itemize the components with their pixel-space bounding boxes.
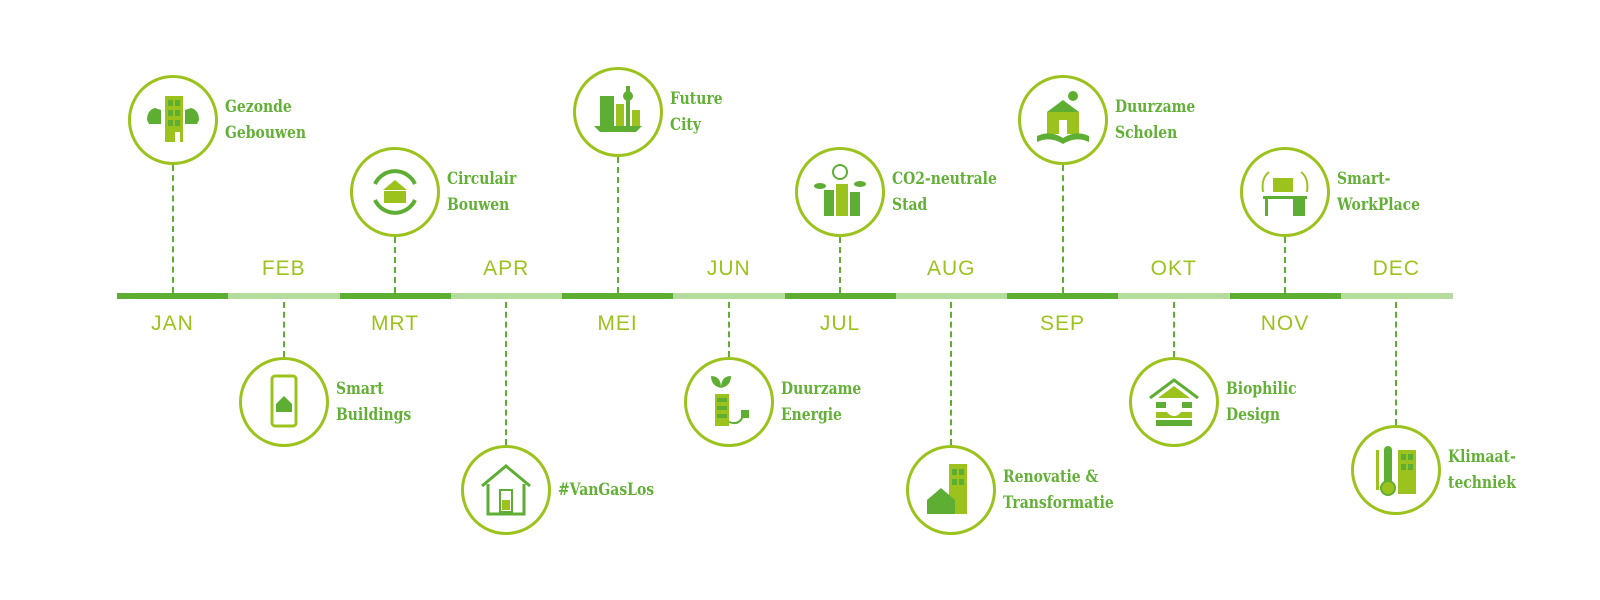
month-label: OKT <box>1150 257 1197 280</box>
smartphone-house-icon <box>270 374 298 428</box>
event-label-line: Bouwen <box>447 195 510 215</box>
event-badge[interactable] <box>906 445 997 535</box>
co2-city-icon <box>814 164 867 216</box>
connector-line <box>171 165 174 293</box>
month-label: JUN <box>706 257 751 280</box>
timeline-segment-dec <box>1340 293 1453 299</box>
event-badge[interactable] <box>127 75 218 165</box>
event-label: Renovatie & Transformatie <box>1003 464 1114 516</box>
month-label: DEC <box>1372 257 1420 280</box>
event-label-line: CO2-neutrale <box>892 169 997 189</box>
timeline-segment-sep <box>1007 293 1119 299</box>
event-label-line: Scholen <box>1114 123 1177 143</box>
event-badge[interactable] <box>683 357 774 447</box>
month-label: JUL <box>819 312 861 335</box>
event-label-line: Energie <box>780 405 842 425</box>
event-label-line: WorkPlace <box>1337 195 1421 215</box>
event-label-line: techniek <box>1448 473 1517 493</box>
event-label-line: Circulair <box>447 169 517 189</box>
connector-line <box>727 302 730 357</box>
event-label-line: Klimaat- <box>1448 447 1517 467</box>
month-label: JAN <box>151 312 194 335</box>
future-city-icon <box>593 86 642 132</box>
event-badge[interactable] <box>795 147 886 237</box>
event-badge[interactable] <box>238 357 329 447</box>
event-label-line: #VanGasLos <box>558 480 655 500</box>
renovation-building-icon <box>927 464 968 514</box>
event-label-line: Buildings <box>335 405 412 425</box>
month-label: MEI <box>597 312 638 335</box>
house-battery-icon <box>481 464 532 516</box>
connector-line <box>1172 302 1175 357</box>
event-badge[interactable] <box>1240 147 1331 237</box>
timeline-segment-jul <box>784 293 897 299</box>
event-label-line: Smart- <box>1337 169 1391 189</box>
timeline-segment-jun <box>673 293 785 299</box>
month-label: FEB <box>261 257 306 280</box>
event-badge[interactable] <box>1128 357 1219 447</box>
recycle-house-icon <box>373 169 417 215</box>
event-label-line: City <box>669 115 701 135</box>
month-label: APR <box>483 257 530 280</box>
connector-line <box>616 157 619 293</box>
timeline-segment-mrt <box>339 293 452 299</box>
event-label-line: Transformatie <box>1003 493 1115 513</box>
school-book-icon <box>1036 91 1089 144</box>
timeline-segment-aug <box>895 293 1008 299</box>
event-label: Smart- WorkPlace <box>1337 166 1420 218</box>
connector-line <box>505 302 508 445</box>
event-badge[interactable] <box>572 67 663 157</box>
month-label: NOV <box>1260 312 1310 335</box>
event-label-line: Stad <box>892 195 928 215</box>
month-label: MRT <box>370 312 420 335</box>
connector-line <box>1395 302 1398 425</box>
event-label: #VanGasLos <box>558 477 654 503</box>
event-label-line: Duurzame <box>780 379 862 399</box>
month-label: SEP <box>1039 312 1086 335</box>
event-label-line: Smart <box>335 379 384 399</box>
connector-line <box>950 302 953 445</box>
event-badge[interactable] <box>350 147 441 237</box>
event-badge[interactable] <box>1351 425 1442 515</box>
month-label: AUG <box>926 257 976 280</box>
timeline-segment-mei <box>562 293 674 299</box>
event-badge[interactable] <box>1017 75 1108 165</box>
event-label-line: Renovatie & <box>1003 467 1099 487</box>
event-label-line: Future <box>669 89 723 109</box>
thermometer-building-icon <box>1376 446 1417 496</box>
battery-plug-icon <box>710 376 749 426</box>
event-label-line: Duurzame <box>1114 97 1195 117</box>
timeline-segment-feb <box>228 293 340 299</box>
connector-line <box>1061 165 1064 293</box>
event-label-line: Design <box>1225 405 1280 425</box>
workplace-desk-icon <box>1261 171 1309 216</box>
connector-line <box>1284 237 1287 293</box>
strong-building-icon <box>146 96 199 142</box>
connector-line <box>839 237 842 293</box>
event-label-line: Biophilic <box>1225 379 1297 399</box>
event-label-line: Gebouwen <box>224 123 306 143</box>
timeline-segment-okt <box>1118 293 1230 299</box>
event-badge[interactable] <box>461 445 552 535</box>
timeline-segment-jan <box>117 293 229 299</box>
connector-line <box>394 237 397 293</box>
event-label-line: Gezonde <box>224 97 292 117</box>
event-label: Klimaat-techniek <box>1448 444 1516 496</box>
timeline-segment-nov <box>1229 293 1342 299</box>
biophilic-house-icon <box>1148 378 1199 426</box>
connector-line <box>282 302 285 357</box>
timeline-segment-apr <box>450 293 563 299</box>
